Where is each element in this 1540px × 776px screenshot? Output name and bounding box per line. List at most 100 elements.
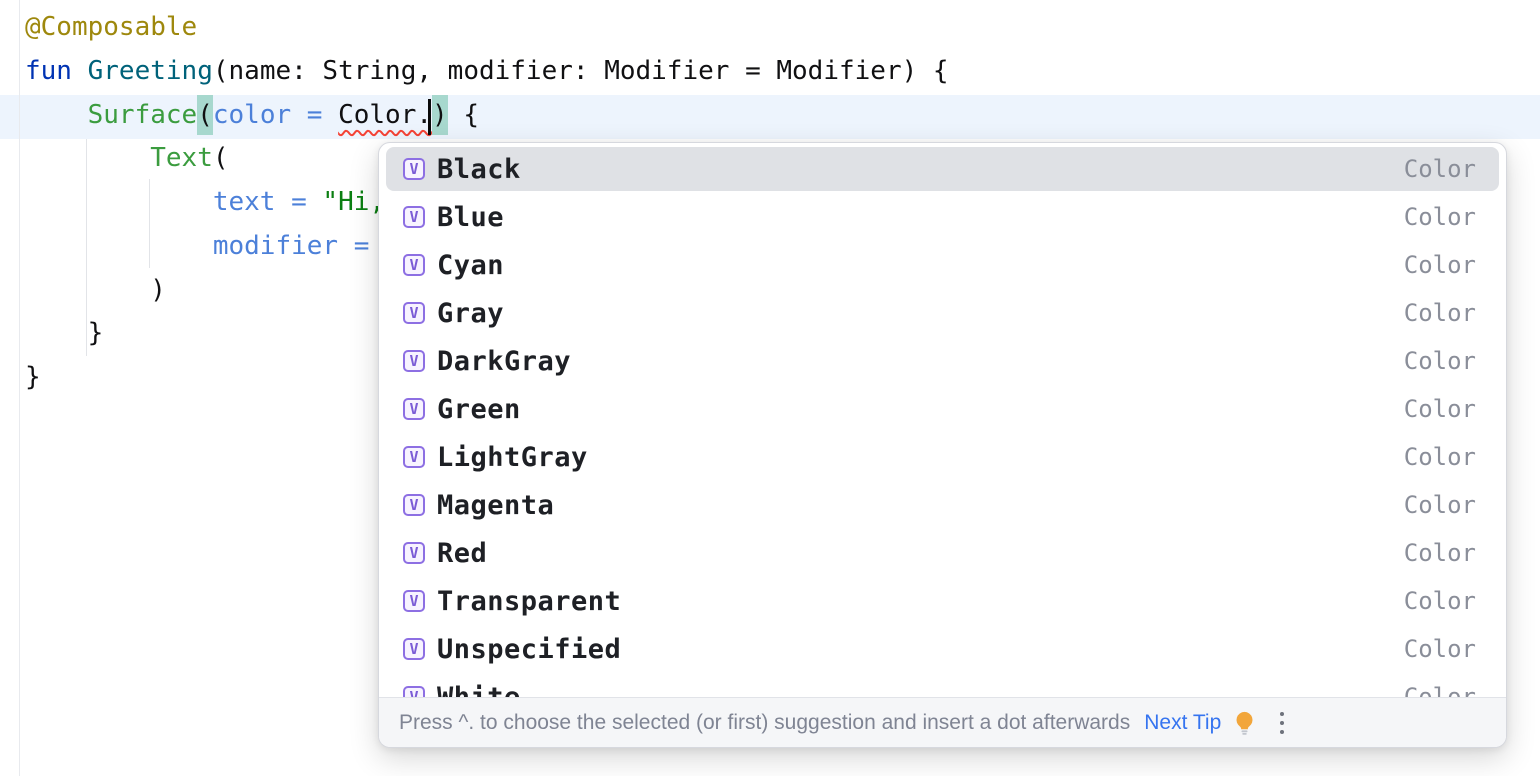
variable-icon: V <box>403 158 425 180</box>
code-line: ) <box>25 269 949 313</box>
completion-item-type: Color <box>1403 155 1476 183</box>
code-token: ( <box>212 143 229 174</box>
variable-icon: V <box>403 638 425 660</box>
completion-item[interactable]: V LightGray Color <box>379 433 1506 481</box>
code-token: (name: String, modifier: Modifier = Modi… <box>212 55 949 86</box>
text-caret <box>428 99 431 135</box>
variable-icon: V <box>403 686 425 697</box>
variable-icon: V <box>403 494 425 516</box>
variable-icon: V <box>403 350 425 372</box>
completion-item-type: Color <box>1403 203 1476 231</box>
completion-item-type: Color <box>1403 587 1476 615</box>
completion-item-label: Unspecified <box>437 633 622 665</box>
completion-item-row[interactable]: V LightGray Color <box>403 435 1499 479</box>
code-line: fun Greeting(name: String, modifier: Mod… <box>25 50 949 94</box>
code-line: } <box>25 356 949 400</box>
indent-guide <box>86 139 87 356</box>
variable-icon: V <box>403 206 425 228</box>
code-token: ( <box>197 94 213 135</box>
code-line: @Composable <box>25 6 949 50</box>
completion-item[interactable]: V Magenta Color <box>379 481 1506 529</box>
code-line: Surface(color = Color.) { <box>25 94 949 138</box>
code-token: text = <box>212 187 323 217</box>
completion-item-row[interactable]: V Black Color <box>386 147 1499 191</box>
completion-item-label: LightGray <box>437 441 588 473</box>
completion-item[interactable]: V DarkGray Color <box>379 337 1506 385</box>
completion-item-type: Color <box>1403 683 1476 697</box>
code-token: Color. <box>338 99 433 130</box>
completion-item-row[interactable]: V Green Color <box>403 387 1499 431</box>
completion-item-label: Magenta <box>437 489 555 521</box>
code-token: modifier = <box>212 230 386 261</box>
variable-icon: V <box>403 590 425 612</box>
completion-item[interactable]: V Blue Color <box>379 193 1506 241</box>
completion-item[interactable]: V Cyan Color <box>379 241 1506 289</box>
completion-item-row[interactable]: V Blue Color <box>403 195 1499 239</box>
completion-item-type: Color <box>1403 395 1476 423</box>
completion-item-row[interactable]: V Gray Color <box>403 291 1499 335</box>
code-token: } <box>25 362 41 392</box>
completion-item-row[interactable]: V Unspecified Color <box>403 627 1499 671</box>
code-line: Text( <box>25 137 949 181</box>
completion-item-row[interactable]: V White Color <box>403 675 1499 697</box>
completion-popup-footer: Press ^. to choose the selected (or firs… <box>379 697 1506 747</box>
variable-icon: V <box>403 398 425 420</box>
completion-item-label: White <box>437 681 521 698</box>
completion-item-label: DarkGray <box>437 345 572 377</box>
completion-item[interactable]: V Green Color <box>379 385 1506 433</box>
completion-item-row[interactable]: V Red Color <box>403 531 1499 575</box>
completion-item-label: Blue <box>437 201 505 233</box>
variable-icon: V <box>403 446 425 468</box>
completion-item-label: Black <box>437 153 521 185</box>
completion-item-label: Green <box>437 393 521 425</box>
code-lines: @Composable fun Greeting(name: String, mo… <box>25 6 949 400</box>
code-token: Greeting <box>87 55 213 86</box>
completion-item[interactable]: V Black Color <box>379 145 1506 193</box>
completion-item-type: Color <box>1403 635 1476 663</box>
indent-guide <box>149 179 150 268</box>
code-token: "Hi, <box>322 187 386 217</box>
current-line-highlight <box>0 95 1540 139</box>
code-token: } <box>25 318 104 349</box>
completion-item[interactable]: V Unspecified Color <box>379 625 1506 673</box>
completion-item[interactable]: V White Color <box>379 673 1506 697</box>
completion-item-row[interactable]: V Cyan Color <box>403 243 1499 287</box>
completion-item[interactable]: V Gray Color <box>379 289 1506 337</box>
code-token: Surface <box>87 99 198 130</box>
completion-item-type: Color <box>1403 299 1476 327</box>
lightbulb-icon <box>1231 709 1258 736</box>
code-token: color = <box>212 99 339 130</box>
completion-item-type: Color <box>1403 443 1476 471</box>
code-token: { <box>447 99 479 130</box>
code-token <box>25 100 88 130</box>
code-token: ) <box>432 94 448 135</box>
completion-item-type: Color <box>1403 491 1476 519</box>
completion-hint-text: Press ^. to choose the selected (or firs… <box>399 710 1131 734</box>
completion-item-type: Color <box>1403 539 1476 567</box>
completion-item-type: Color <box>1403 251 1476 279</box>
code-token: Text <box>150 143 213 174</box>
gutter-separator <box>19 0 20 776</box>
code-line: modifier = <box>25 225 949 269</box>
code-token <box>25 143 150 173</box>
completion-item-label: Gray <box>437 297 505 329</box>
more-options-icon[interactable] <box>1276 708 1288 738</box>
code-token: fun <box>25 55 88 86</box>
completion-item-type: Color <box>1403 347 1476 375</box>
completion-item-label: Red <box>437 537 488 569</box>
code-line: text = "Hi, <box>25 181 949 225</box>
variable-icon: V <box>403 542 425 564</box>
completion-item[interactable]: V Red Color <box>379 529 1506 577</box>
code-token: @Composable <box>25 12 198 42</box>
code-token: ) <box>25 274 166 305</box>
completion-item-row[interactable]: V Magenta Color <box>403 483 1499 527</box>
variable-icon: V <box>403 254 425 276</box>
completion-item-label: Cyan <box>437 249 505 281</box>
variable-icon: V <box>403 302 425 324</box>
completion-item-row[interactable]: V DarkGray Color <box>403 339 1499 383</box>
next-tip-link[interactable]: Next Tip <box>1144 710 1222 734</box>
